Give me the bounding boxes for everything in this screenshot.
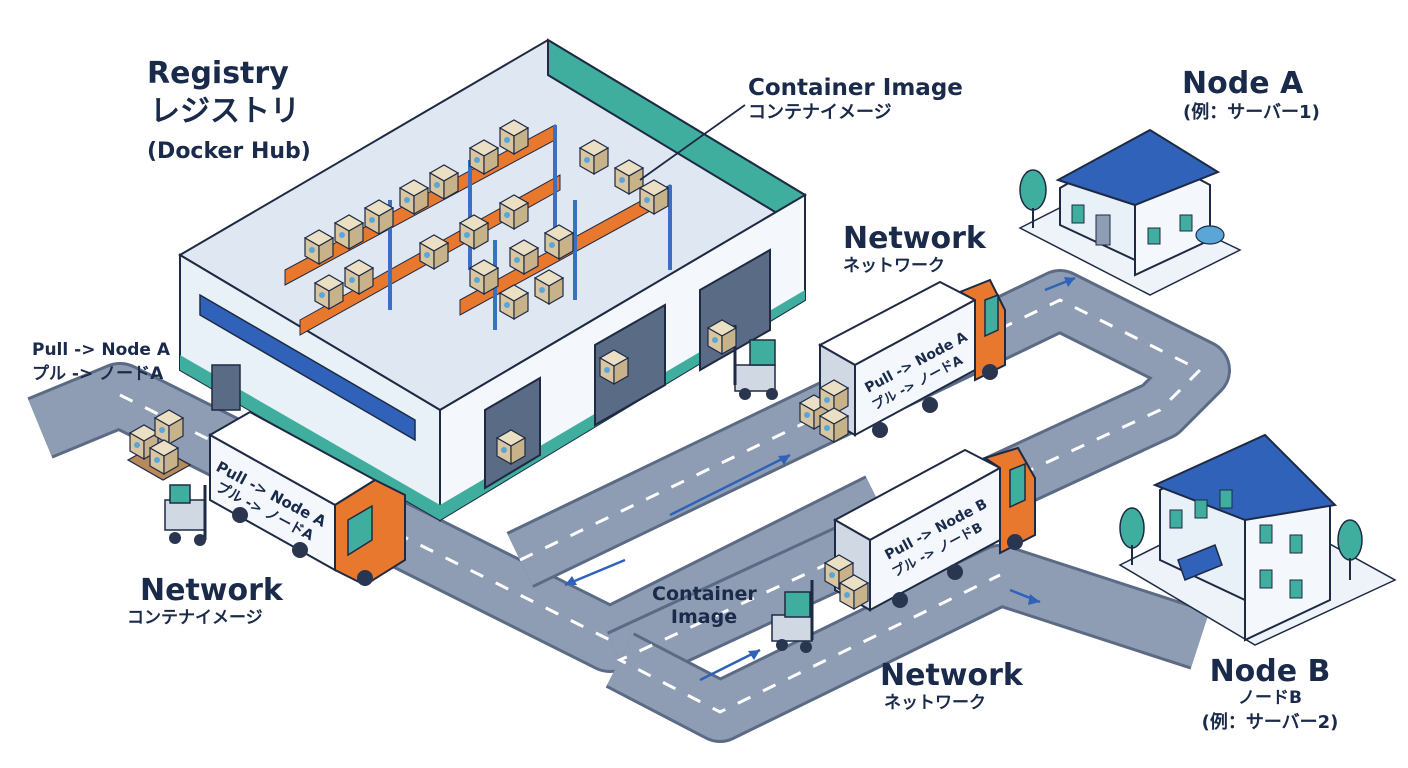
registry-title-jp: レジストリ [150,94,300,129]
pallet-left [126,409,192,481]
container-image-leader [639,104,746,181]
forklift-bottom [771,580,814,653]
network-bottom-label: Network [880,658,1023,693]
road-dashes [119,298,1203,714]
network-left-label-jp: コンテナイメージ [127,608,263,628]
node-a-title: Node A [1182,66,1304,101]
network-bottom-label-jp: ネットワーク [884,693,986,713]
node-a-example: (例：サーバー1) [1183,102,1320,123]
node-a-house [1018,128,1242,296]
flow-arrow-b [699,648,761,682]
registry-title: Registry [147,56,289,91]
network-top-label: Network [843,221,986,256]
node-b-title: Node B [1209,654,1331,689]
container-image-mid-line1: Container [652,583,757,605]
container-image-mid-line2: Image [670,606,738,628]
node-b-house [1118,433,1397,646]
container-image-label: Container Image [748,75,963,101]
forklift-top [707,319,778,400]
node-b-jp: ノードB [1238,688,1302,708]
pull-node-a-label: Pull -> Node A [32,340,171,360]
door-2 [594,303,666,427]
truck-top: Pull -> Node A プル -> ノードA [799,278,1006,443]
forklift-left [164,484,207,546]
container-image-label-jp: コンテナイメージ [748,102,892,123]
warehouse-window-strip [199,293,416,442]
flow-arrow-e [564,558,626,587]
network-left-label: Network [140,573,283,608]
flow-arrow-a [669,453,791,517]
truck-bottom: Pull -> Node B プル -> ノードB [824,446,1036,612]
network-top-label-jp: ネットワーク [843,256,945,276]
registry-subtitle: (Docker Hub) [147,139,311,164]
node-b-example: (例：サーバー2) [1201,712,1339,733]
pull-node-a-label-jp: プル -> ノードA [32,364,164,384]
registry-warehouse [178,38,807,522]
